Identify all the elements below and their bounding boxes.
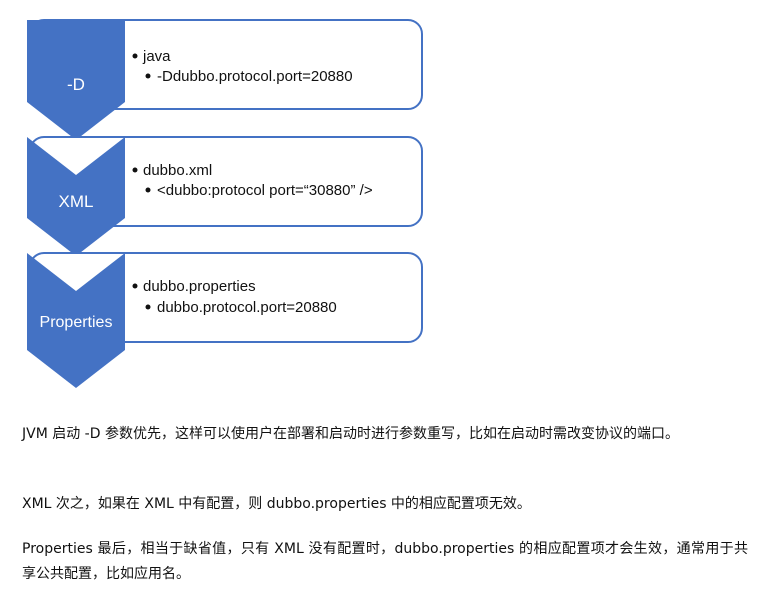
bullet-icon [145, 187, 151, 193]
paragraph-xml: XML 次之，如果在 XML 中有配置，则 dubbo.properties 中… [22, 496, 531, 512]
stage-properties-line-2: dubbo.protocol.port=20880 [157, 299, 337, 316]
stage-d-label: -D [67, 75, 85, 94]
stage-properties-label: Properties [40, 314, 113, 331]
stage-xml: XML dubbo.xml <dubbo:protocol port=“3088… [27, 136, 423, 256]
stage-d-line-2: -Ddubbo.protocol.port=20880 [157, 68, 353, 85]
bullet-icon [145, 304, 151, 310]
stage-d-chevron [27, 20, 125, 140]
stage-xml-line-2: <dubbo:protocol port=“30880” /> [157, 182, 373, 199]
stage-xml-line-1: dubbo.xml [143, 162, 212, 179]
paragraph-jvm: JVM 启动 -D 参数优先，这样可以使用户在部署和启动时进行参数重写，比如在启… [22, 426, 679, 442]
stage-xml-label: XML [59, 192, 94, 211]
bullet-icon [132, 167, 138, 173]
stage-properties-chevron [27, 253, 125, 388]
stage-d: -D java -Ddubbo.protocol.port=20880 [27, 19, 423, 140]
paragraph-properties: Properties 最后，相当于缺省值，只有 XML 没有配置时，dubbo.… [22, 541, 748, 582]
stage-properties: Properties dubbo.properties dubbo.protoc… [27, 252, 423, 388]
bullet-icon [145, 73, 151, 79]
stage-d-line-1: java [142, 48, 171, 65]
bullet-icon [132, 53, 138, 59]
config-priority-diagram: -D java -Ddubbo.protocol.port=20880 XML … [27, 19, 423, 388]
stage-properties-line-1: dubbo.properties [143, 278, 256, 295]
stage-xml-chevron [27, 137, 125, 256]
bullet-icon [132, 283, 138, 289]
